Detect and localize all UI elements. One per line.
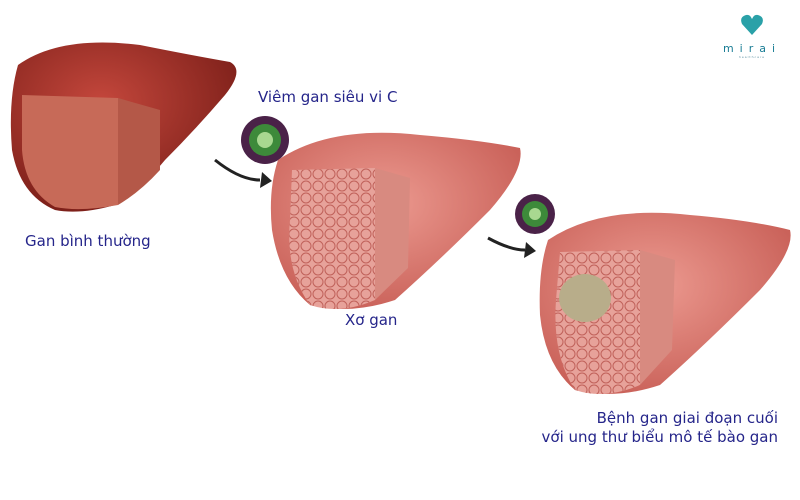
arrow-icon xyxy=(214,158,261,182)
arrow-icon xyxy=(487,236,526,252)
label-end-stage: Bệnh gan giai đoạn cuối xyxy=(596,409,778,427)
label-normal-liver: Gan bình thường xyxy=(25,232,151,250)
heart-logo-icon xyxy=(741,14,763,36)
label-hepatitis-c: Viêm gan siêu vi C xyxy=(258,88,398,106)
virus-icon xyxy=(241,116,289,164)
tumor xyxy=(559,274,611,322)
mirai-logo: mirai healthcare xyxy=(722,14,782,59)
label-cirrhosis: Xơ gan xyxy=(345,311,398,329)
end-stage-liver xyxy=(539,212,791,394)
normal-liver xyxy=(10,42,237,212)
virus-icon xyxy=(515,194,555,234)
cirrhosis-liver xyxy=(270,132,521,309)
label-hcc: với ung thư biểu mô tế bào gan xyxy=(541,428,778,446)
